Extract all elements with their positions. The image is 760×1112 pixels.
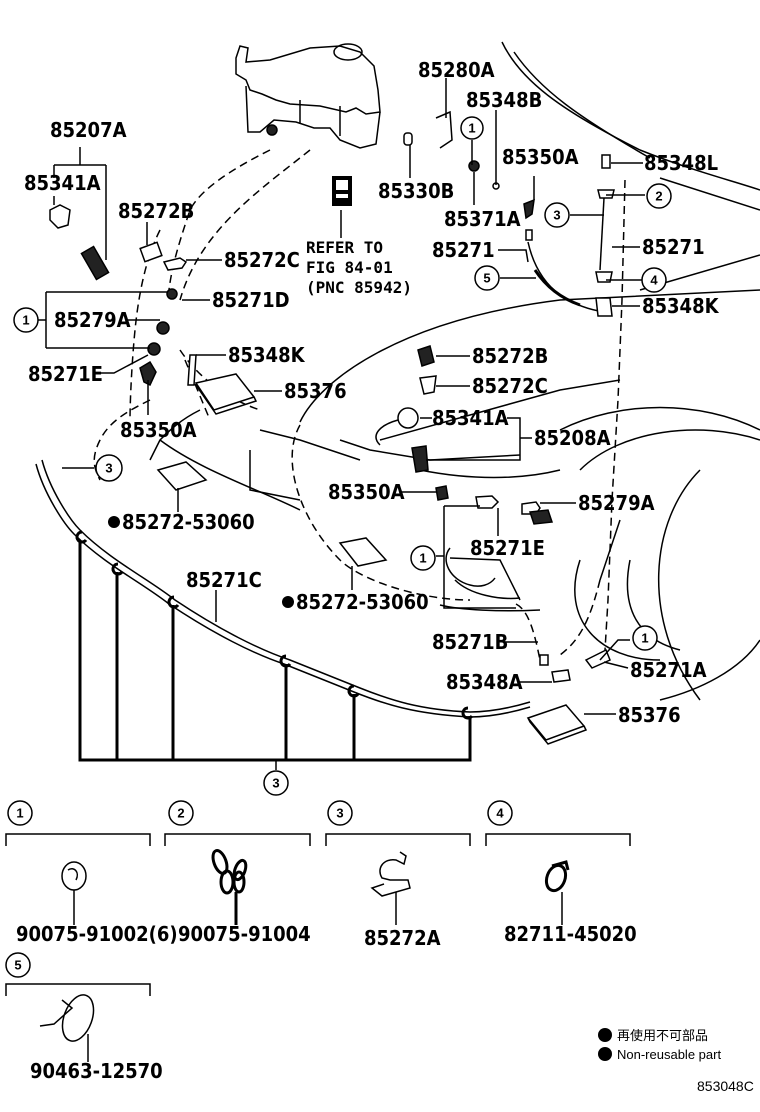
label-85279A[interactable]: 85279A xyxy=(54,308,131,332)
label-85271C[interactable]: 85271C xyxy=(186,568,262,592)
label-85271E[interactable]: 85271E xyxy=(28,362,103,386)
legend-jp: 再使用不可部品 xyxy=(617,1028,708,1043)
middle-parts xyxy=(156,345,611,745)
svg-text:3: 3 xyxy=(105,461,112,476)
svg-text:3: 3 xyxy=(336,806,343,821)
label-85348L[interactable]: 85348L xyxy=(644,151,718,175)
label-85271B[interactable]: 85271B xyxy=(432,630,508,654)
leader-lines xyxy=(38,78,645,715)
callout-1[interactable]: 1 xyxy=(632,625,658,651)
label-85208A[interactable]: 85208A xyxy=(534,426,611,450)
svg-text:1: 1 xyxy=(419,551,426,566)
body-outline xyxy=(149,41,760,701)
label-85207A[interactable]: 85207A xyxy=(50,118,127,142)
detail-box-2: 2 90075-91004 xyxy=(164,800,311,946)
label-85271A[interactable]: 85271A xyxy=(630,658,707,682)
label-85272C[interactable]: 85272C xyxy=(224,248,300,272)
label-85272-53060[interactable]: 85272-53060 xyxy=(296,590,429,614)
label-85350A[interactable]: 85350A xyxy=(502,145,579,169)
callout-1[interactable]: 1 xyxy=(410,545,436,571)
callout-1[interactable]: 1 xyxy=(460,116,484,140)
label-85272-53060[interactable]: 85272-53060 xyxy=(122,510,255,534)
label-85271[interactable]: 85271 xyxy=(642,235,705,259)
svg-text:3: 3 xyxy=(272,776,279,791)
callout-1[interactable]: 1 xyxy=(13,307,39,333)
refer-line-1: REFER TO xyxy=(306,238,383,257)
svg-text:1: 1 xyxy=(468,121,475,136)
label-85348K[interactable]: 85348K xyxy=(228,343,306,367)
svg-text:4: 4 xyxy=(650,273,658,288)
label-85341A[interactable]: 85341A xyxy=(24,171,101,195)
callout-5[interactable]: 5 xyxy=(474,265,500,291)
detail-part-5[interactable]: 90463-12570 xyxy=(30,1059,163,1083)
label-85280A[interactable]: 85280A xyxy=(418,58,495,82)
detail-box-5: 5 90463-12570 xyxy=(5,952,163,1083)
reference-figure-icon xyxy=(332,176,352,206)
label-85330B[interactable]: 85330B xyxy=(378,179,454,203)
label-85271E[interactable]: 85271E xyxy=(470,536,545,560)
detail-box-3: 3 85272A xyxy=(325,800,471,950)
washer-tank-illustration xyxy=(235,43,381,149)
label-85348K[interactable]: 85348K xyxy=(642,294,720,318)
label-85272B[interactable]: 85272B xyxy=(118,199,194,223)
label-85371A[interactable]: 85371A xyxy=(444,207,521,231)
non-reusable-dot xyxy=(282,596,294,608)
detail-part-1[interactable]: 90075-91002(6) xyxy=(16,922,178,946)
detail-part-2[interactable]: 90075-91004 xyxy=(178,922,311,946)
svg-text:5: 5 xyxy=(483,271,490,286)
callout-3[interactable]: 3 xyxy=(544,202,570,228)
detail-part-4[interactable]: 82711-45020 xyxy=(504,922,637,946)
detail-part-3[interactable]: 85272A xyxy=(364,926,441,950)
part-labels: 85280A 85348B 85207A 85341A 85350A 85330… xyxy=(24,58,720,727)
callout-3[interactable]: 3 xyxy=(95,454,123,482)
clamp-3-bracket xyxy=(78,540,472,770)
callout-2[interactable]: 2 xyxy=(646,183,672,209)
headlamp-illustration xyxy=(439,547,541,612)
callout-4[interactable]: 4 xyxy=(641,267,667,293)
svg-text:1: 1 xyxy=(641,631,648,646)
label-85271[interactable]: 85271 xyxy=(432,238,495,262)
label-85376[interactable]: 85376 xyxy=(618,703,681,727)
label-85348A[interactable]: 85348A xyxy=(446,670,523,694)
label-85348B[interactable]: 85348B xyxy=(466,88,542,112)
label-85341A[interactable]: 85341A xyxy=(432,406,509,430)
svg-text:1: 1 xyxy=(16,806,23,821)
detail-box-1: 1 90075-91002(6) xyxy=(5,800,178,946)
label-85272C[interactable]: 85272C xyxy=(472,374,548,398)
legend: 再使用不可部品 Non-reusable part 853048C xyxy=(598,1028,754,1094)
svg-text:3: 3 xyxy=(553,208,560,223)
callout-3[interactable]: 3 xyxy=(263,770,289,796)
svg-text:2: 2 xyxy=(655,189,662,204)
upper-left-parts xyxy=(49,204,258,415)
legend-en: Non-reusable part xyxy=(617,1047,721,1062)
label-85279A[interactable]: 85279A xyxy=(578,491,655,515)
svg-text:2: 2 xyxy=(177,806,184,821)
svg-text:4: 4 xyxy=(496,806,504,821)
label-85376[interactable]: 85376 xyxy=(284,379,347,403)
label-85272B[interactable]: 85272B xyxy=(472,344,548,368)
non-reusable-dot xyxy=(108,516,120,528)
refer-line-2[interactable]: FIG 84-01 xyxy=(306,258,393,277)
callout-circles: 1 2 3 5 4 1 3 1 1 3 xyxy=(13,116,672,796)
figure-id: 853048C xyxy=(697,1078,754,1094)
hose-routing xyxy=(93,149,626,651)
detail-box-4: 4 82711-45020 xyxy=(485,800,637,946)
label-85350A[interactable]: 85350A xyxy=(120,418,197,442)
hose-85271C xyxy=(35,459,531,720)
svg-text:5: 5 xyxy=(14,958,21,973)
svg-text:1: 1 xyxy=(22,313,29,328)
upper-right-parts xyxy=(403,110,615,317)
label-85271D[interactable]: 85271D xyxy=(212,288,290,312)
refer-line-3: (PNC 85942) xyxy=(306,278,412,297)
label-85350A[interactable]: 85350A xyxy=(328,480,405,504)
